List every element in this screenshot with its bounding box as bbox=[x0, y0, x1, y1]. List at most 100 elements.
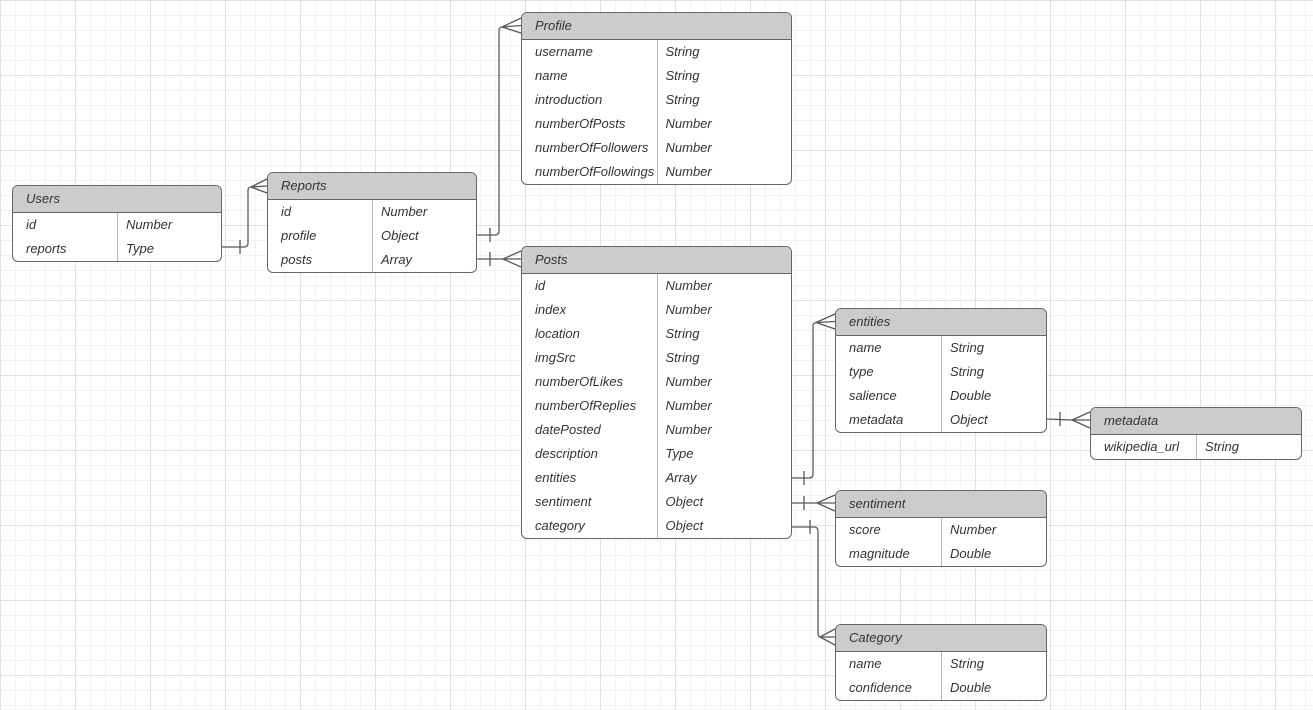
field-name: wikipedia_url bbox=[1104, 439, 1180, 454]
table-row[interactable]: metadata Object bbox=[836, 408, 1046, 432]
field-name: reports bbox=[26, 241, 67, 256]
field-type: String bbox=[941, 360, 1046, 384]
table-header[interactable]: Reports bbox=[268, 173, 476, 200]
entity-table-reports[interactable]: Reports id Number profile Object posts A… bbox=[267, 172, 477, 273]
relationship-entities-metadata[interactable] bbox=[1046, 411, 1091, 429]
field-name: id bbox=[281, 204, 292, 219]
table-row[interactable]: numberOfLikes Number bbox=[522, 370, 791, 394]
field-type: String bbox=[1196, 435, 1301, 459]
field-name: numberOfPosts bbox=[535, 116, 626, 131]
field-type: Array bbox=[656, 466, 792, 490]
table-title: sentiment bbox=[849, 496, 906, 511]
entity-table-users[interactable]: Users id Number reports Type bbox=[12, 185, 222, 262]
table-row[interactable]: location String bbox=[522, 322, 791, 346]
table-row[interactable]: name String bbox=[836, 336, 1046, 360]
field-name: salience bbox=[849, 388, 897, 403]
relationship-posts-entities[interactable] bbox=[792, 313, 836, 485]
table-title: metadata bbox=[1104, 413, 1159, 428]
table-row[interactable]: introduction String bbox=[522, 88, 791, 112]
field-type: Number bbox=[656, 274, 792, 298]
field-name: magnitude bbox=[849, 546, 910, 561]
table-row[interactable]: imgSrc String bbox=[522, 346, 791, 370]
field-name: id bbox=[26, 217, 37, 232]
table-row[interactable]: numberOfFollowings Number bbox=[522, 160, 791, 184]
field-name: numberOfLikes bbox=[535, 374, 624, 389]
field-name: metadata bbox=[849, 412, 904, 427]
field-name: imgSrc bbox=[535, 350, 576, 365]
table-row[interactable]: magnitude Double bbox=[836, 542, 1046, 566]
table-title: entities bbox=[849, 314, 891, 329]
relationship-reports-profile[interactable] bbox=[477, 17, 522, 242]
relationship-posts-sentiment[interactable] bbox=[792, 494, 836, 512]
entity-table-sentiment[interactable]: sentiment score Number magnitude Double bbox=[835, 490, 1047, 567]
table-header[interactable]: entities bbox=[836, 309, 1046, 336]
table-row[interactable]: confidence Double bbox=[836, 676, 1046, 700]
table-row[interactable]: id Number bbox=[13, 213, 221, 237]
table-row[interactable]: salience Double bbox=[836, 384, 1046, 408]
field-type: Number bbox=[941, 518, 1046, 542]
table-row[interactable]: posts Array bbox=[268, 248, 476, 272]
table-title: Profile bbox=[535, 18, 572, 33]
field-name: score bbox=[849, 522, 881, 537]
table-row[interactable]: datePosted Number bbox=[522, 418, 791, 442]
entity-table-entities[interactable]: entities name String type String salienc… bbox=[835, 308, 1047, 433]
field-type: Object bbox=[372, 224, 476, 248]
relationship-users-reports[interactable] bbox=[222, 178, 268, 254]
field-name: description bbox=[535, 446, 598, 461]
field-name: name bbox=[849, 656, 882, 671]
field-name: numberOfReplies bbox=[535, 398, 637, 413]
field-type: Number bbox=[117, 213, 221, 237]
table-title: Reports bbox=[281, 178, 327, 193]
field-type: Object bbox=[656, 514, 792, 538]
field-type: String bbox=[656, 64, 792, 88]
table-row[interactable]: sentiment Object bbox=[522, 490, 791, 514]
field-type: Double bbox=[941, 676, 1046, 700]
table-row[interactable]: numberOfReplies Number bbox=[522, 394, 791, 418]
relationship-reports-posts[interactable] bbox=[477, 250, 522, 268]
table-header[interactable]: metadata bbox=[1091, 408, 1301, 435]
entity-table-metadata[interactable]: metadata wikipedia_url String bbox=[1090, 407, 1302, 460]
table-header[interactable]: Posts bbox=[522, 247, 791, 274]
relationship-posts-category[interactable] bbox=[792, 520, 836, 646]
table-header[interactable]: Category bbox=[836, 625, 1046, 652]
field-name: datePosted bbox=[535, 422, 601, 437]
field-type: Number bbox=[656, 298, 792, 322]
table-row[interactable]: description Type bbox=[522, 442, 791, 466]
table-header[interactable]: Profile bbox=[522, 13, 791, 40]
field-name: type bbox=[849, 364, 874, 379]
entity-table-profile[interactable]: Profile username String name String intr… bbox=[521, 12, 792, 185]
table-row[interactable]: name String bbox=[522, 64, 791, 88]
table-title: Posts bbox=[535, 252, 568, 267]
field-name: introduction bbox=[535, 92, 603, 107]
table-header[interactable]: sentiment bbox=[836, 491, 1046, 518]
table-row[interactable]: category Object bbox=[522, 514, 791, 538]
entity-table-category[interactable]: Category name String confidence Double bbox=[835, 624, 1047, 701]
table-row[interactable]: reports Type bbox=[13, 237, 221, 261]
table-row[interactable]: username String bbox=[522, 40, 791, 64]
field-type: String bbox=[656, 346, 792, 370]
field-name: category bbox=[535, 518, 585, 533]
field-name: location bbox=[535, 326, 580, 341]
field-type: Number bbox=[656, 394, 792, 418]
table-title: Users bbox=[26, 191, 60, 206]
table-row[interactable]: profile Object bbox=[268, 224, 476, 248]
table-row[interactable]: score Number bbox=[836, 518, 1046, 542]
table-row[interactable]: id Number bbox=[268, 200, 476, 224]
table-row[interactable]: numberOfPosts Number bbox=[522, 112, 791, 136]
table-row[interactable]: numberOfFollowers Number bbox=[522, 136, 791, 160]
entity-table-posts[interactable]: Posts id Number index Number location St… bbox=[521, 246, 792, 539]
field-name: name bbox=[849, 340, 882, 355]
table-row[interactable]: type String bbox=[836, 360, 1046, 384]
field-name: id bbox=[535, 278, 546, 293]
field-type: String bbox=[656, 88, 792, 112]
field-type: Number bbox=[372, 200, 476, 224]
table-row[interactable]: id Number bbox=[522, 274, 791, 298]
field-type: Number bbox=[656, 160, 792, 184]
table-row[interactable]: entities Array bbox=[522, 466, 791, 490]
table-header[interactable]: Users bbox=[13, 186, 221, 213]
table-row[interactable]: index Number bbox=[522, 298, 791, 322]
field-type: Double bbox=[941, 542, 1046, 566]
table-row[interactable]: name String bbox=[836, 652, 1046, 676]
table-row[interactable]: wikipedia_url String bbox=[1091, 435, 1301, 459]
